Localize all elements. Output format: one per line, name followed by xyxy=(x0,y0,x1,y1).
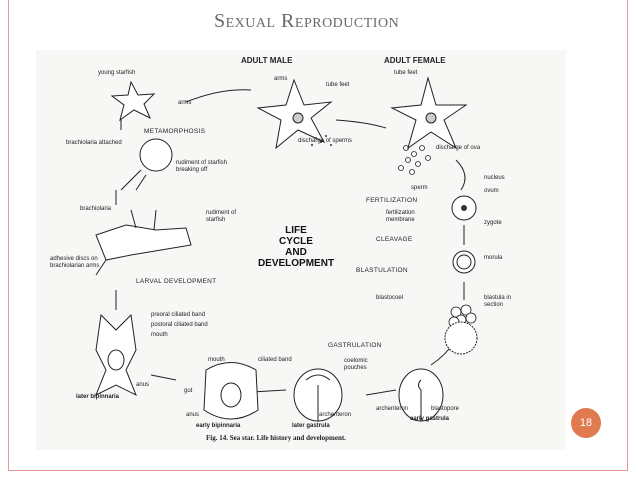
label-zygote: zygote xyxy=(484,220,502,226)
center-line-3: AND xyxy=(285,247,307,258)
arrow-young-to-male xyxy=(185,89,252,103)
center-line-1: LIFE xyxy=(285,225,307,236)
label-later-bipinnaria: later bipinnaria xyxy=(76,394,120,400)
label-gut: gut xyxy=(184,388,193,394)
young-starfish-shape xyxy=(110,80,156,122)
label-arms-young: arms xyxy=(178,100,192,106)
label-ovum: ovum xyxy=(484,188,499,194)
arrow-early-gastrula xyxy=(365,389,397,396)
label-young-starfish: young starfish xyxy=(98,70,136,76)
label-nucleus: nucleus xyxy=(484,175,505,181)
label-blastula-section: blastula in section xyxy=(484,295,512,308)
label-mouth-bip: mouth xyxy=(208,357,225,363)
later-gastrula-shape xyxy=(293,368,343,422)
label-blastopore: blastopore xyxy=(431,406,460,412)
stage-fertilization: FERTILIZATION xyxy=(366,197,418,204)
stage-blastulation: BLASTULATION xyxy=(356,267,408,274)
label-brachiolaria: brachiolaria xyxy=(80,206,112,212)
arrow-ova-down xyxy=(455,159,466,191)
life-cycle-figure: ADULT MALE ADULT FEMALE young starfish a… xyxy=(36,50,566,450)
label-blastocoel: blastocoel xyxy=(376,295,404,301)
blastula-shape xyxy=(444,321,478,355)
center-line-2: CYCLE xyxy=(279,236,313,247)
stage-gastrulation: GASTRULATION xyxy=(328,342,382,349)
slide-title: Sexual Reproduction xyxy=(214,10,400,32)
zygote-shape xyxy=(452,250,476,274)
early-gastrula-shape xyxy=(398,368,444,422)
label-coelomic-pouches: coelomic pouches xyxy=(344,358,368,371)
label-anus-bip: anus xyxy=(186,412,200,418)
label-discharge-sperms: discharge of sperms xyxy=(298,138,353,144)
label-archenteron-early: archenteron xyxy=(376,406,409,412)
arrow-male-to-female xyxy=(335,119,387,129)
slide-frame xyxy=(8,0,628,471)
early-bipinnaria-shape xyxy=(203,362,259,420)
adult-male-starfish xyxy=(256,78,333,150)
label-brachiolaria-attached: brachiolaria attached xyxy=(66,140,122,146)
adult-female-header: ADULT FEMALE xyxy=(384,56,446,65)
brachiolaria-attached-shape xyxy=(120,138,173,191)
label-anus-later: anus xyxy=(136,382,150,388)
stage-cleavage: CLEAVAGE xyxy=(376,236,413,243)
stage-larval-development: LARVAL DEVELOPMENT xyxy=(136,278,217,285)
stage-metamorphosis: METAMORPHOSIS xyxy=(144,128,206,135)
discharged-ova xyxy=(398,145,431,175)
center-life-cycle-label: LIFE CYCLE AND DEVELOPMENT xyxy=(241,225,351,269)
label-mouth-later: mouth xyxy=(151,332,168,338)
figure-caption: Fig. 14. Sea star. Life history and deve… xyxy=(206,434,346,442)
arrow-early-bip xyxy=(150,374,177,381)
label-preoral-band: preoral ciliated band xyxy=(151,312,206,318)
label-fertilization-membrane: fertilization membrane xyxy=(386,210,415,223)
adult-female-starfish xyxy=(390,76,468,150)
label-later-gastrula: later gastrula xyxy=(292,423,330,429)
adult-male-header: ADULT MALE xyxy=(241,56,293,65)
label-ciliated-band: ciliated band xyxy=(258,357,292,363)
label-tube-feet-male: tube feet xyxy=(326,82,350,88)
label-sperm: sperm xyxy=(411,185,428,191)
later-bipinnaria-shape xyxy=(95,313,137,397)
label-tube-feet-female: tube feet xyxy=(394,70,418,76)
page-number-badge: 18 xyxy=(571,408,601,438)
brachiolaria-shape xyxy=(95,209,192,276)
label-discharge-ova: discharge of ova xyxy=(436,145,481,151)
label-rudiment-starfish: rudiment of starfish xyxy=(206,210,237,223)
label-early-gastrula: early gastrula xyxy=(410,416,450,422)
label-early-bipinnaria: early bipinnaria xyxy=(196,423,241,429)
center-line-4: DEVELOPMENT xyxy=(257,258,335,269)
label-adhesive-discs: adhesive discs on brachiolarian arms xyxy=(50,256,100,269)
label-morula: morula xyxy=(484,255,503,261)
label-arms-male: arms xyxy=(274,76,288,82)
label-postoral-band: postoral ciliated band xyxy=(151,322,208,328)
life-cycle-drawing xyxy=(95,76,478,422)
label-archenteron-later: archenteron xyxy=(319,412,352,418)
label-rudiment-breaking: rudiment of starfish breaking off xyxy=(176,160,228,173)
